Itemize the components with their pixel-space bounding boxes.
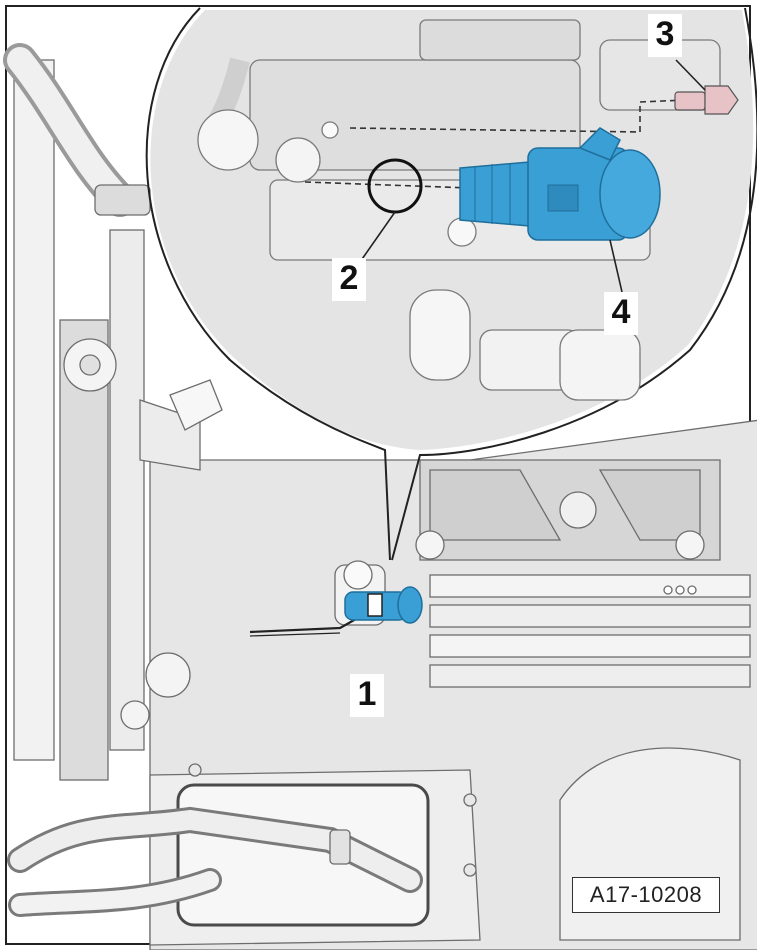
- figure-reference-id: A17-10208: [572, 877, 720, 913]
- detail-inset: [145, 7, 757, 561]
- callout-label-3: 3: [648, 14, 682, 57]
- callout-label-4: 4: [604, 292, 638, 335]
- bolt-part: [674, 85, 739, 115]
- oil-level-sensor-large: [459, 127, 661, 241]
- callout-label-2: 2: [332, 258, 366, 301]
- callout-label-1: 1: [350, 674, 384, 717]
- oil-level-sensor-small: [344, 586, 423, 624]
